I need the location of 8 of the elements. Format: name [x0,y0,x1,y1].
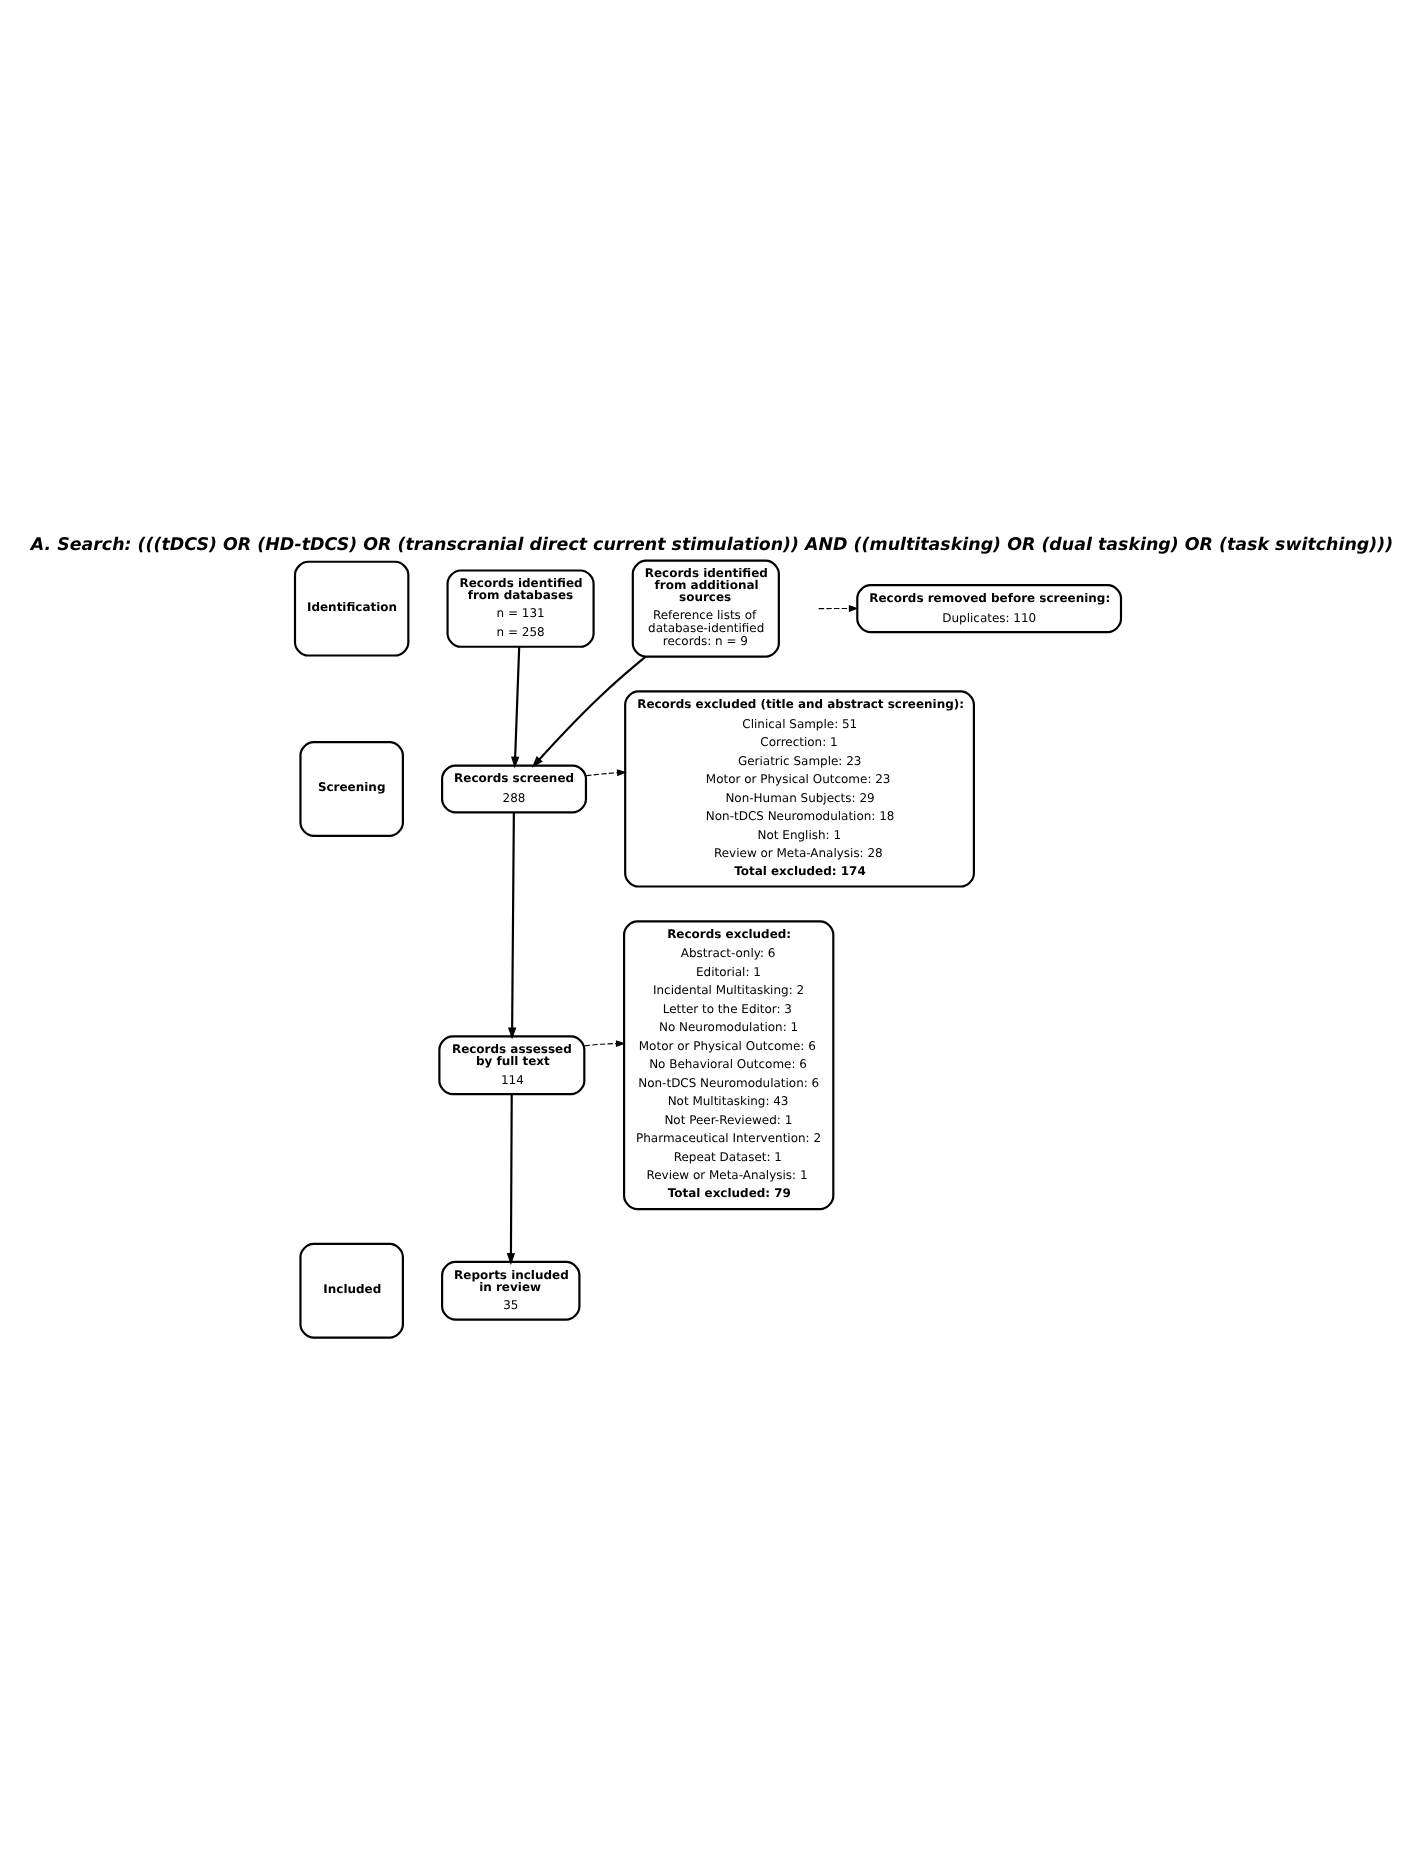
arrow [585,768,627,776]
arrow [506,1093,516,1265]
arrow [531,655,647,767]
diagram-title: A. Search: (((tDCS) OR (HD-tDCS) OR (transcranial direct current stimulation)) AND ((multitasking) OR (dual tasking) OR (task switching))) [30,534,1394,555]
arrow [507,811,517,1039]
arrow [511,646,521,768]
arrow [818,604,859,611]
arrow [584,1039,626,1047]
